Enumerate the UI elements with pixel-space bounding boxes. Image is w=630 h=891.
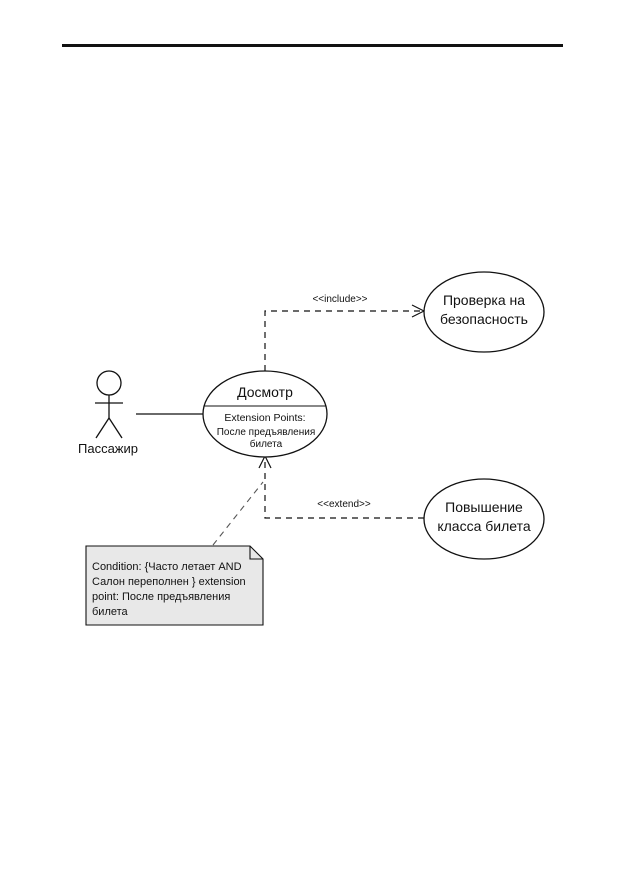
actor-passenger[interactable]: Пассажир	[78, 370, 138, 456]
include-label: <<include>>	[312, 294, 367, 305]
note-connector	[212, 481, 264, 546]
actor-head	[96, 370, 122, 396]
extension-point-line-2: билета	[250, 438, 283, 450]
condition-note[interactable]: Condition: {Часто летает AND Салон переп…	[85, 545, 264, 626]
use-case-upgrade-line-1: Повышение	[445, 499, 523, 515]
note-shape	[85, 545, 264, 626]
use-case-inspection-shape	[202, 370, 328, 458]
use-case-inspection-title: Досмотр	[237, 384, 293, 400]
use-case-class-upgrade[interactable]: Повышение класса билета	[423, 478, 545, 560]
extension-points-header: Extension Points:	[224, 412, 305, 424]
use-case-upgrade-line-2: класса билета	[437, 518, 530, 534]
use-case-security-check[interactable]: Проверка на безопасность	[423, 271, 545, 353]
note-line-4: билета	[92, 606, 129, 618]
note-corner-fold	[249, 546, 263, 560]
extend-label: <<extend>>	[317, 499, 371, 510]
actor-left-leg	[95, 417, 110, 439]
include-dependency[interactable]	[264, 311, 424, 371]
note-line-2: Салон переполнен } extension	[92, 576, 246, 588]
note-line-1: Condition: {Часто летает AND	[92, 561, 242, 573]
use-case-security-line-2: безопасность	[440, 311, 528, 327]
extension-point-line-1: После предъявления	[217, 427, 316, 438]
use-case-security-line-1: Проверка на	[443, 292, 525, 308]
actor-label: Пассажир	[78, 441, 138, 456]
use-case-security-shape	[423, 271, 545, 353]
use-case-inspection[interactable]: Досмотр Extension Points: После предъявл…	[202, 370, 328, 458]
note-line-3: point: После предъявления	[92, 591, 230, 603]
extend-dependency[interactable]	[265, 456, 424, 519]
actor-right-leg	[108, 417, 123, 439]
page-header-rule	[62, 44, 563, 47]
use-case-upgrade-shape	[423, 478, 545, 560]
